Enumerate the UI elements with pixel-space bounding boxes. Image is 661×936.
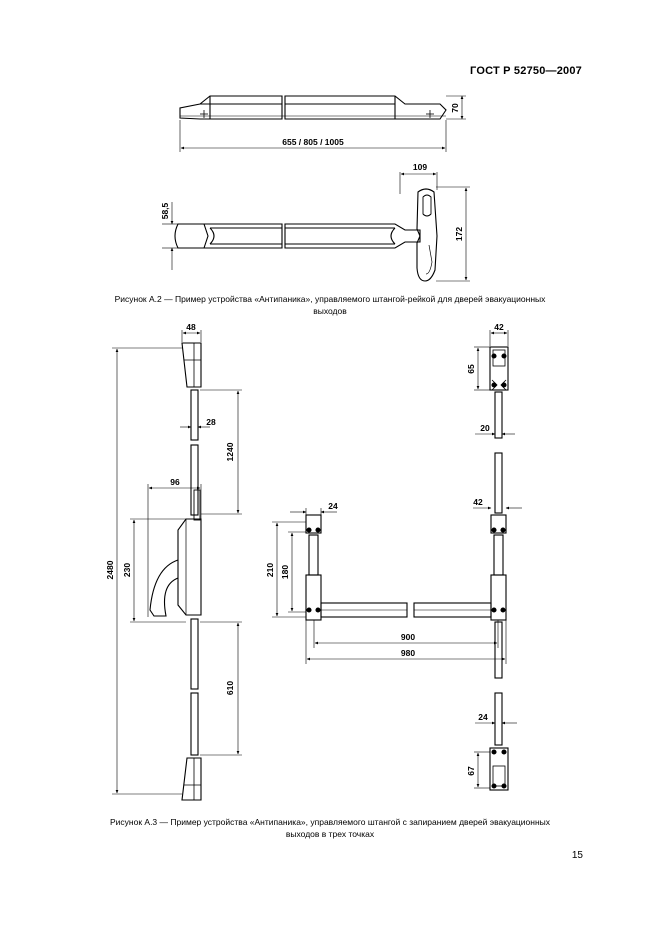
a2-dim-bar: 58,5: [160, 202, 170, 219]
a3-left-dim-top-width: 48: [186, 322, 196, 332]
a3-right-dim-180: 180: [280, 565, 290, 579]
a3-left-dim-2480: 2480: [105, 560, 115, 579]
figure-a2-caption-line2: выходов: [313, 306, 347, 316]
a3-right-dim-67: 67: [466, 766, 476, 776]
a2-dim-length: 655 / 805 / 1005: [282, 137, 344, 147]
figure-a3-caption-line2: выходов в трех точках: [285, 829, 375, 839]
a3-right-dim-900: 900: [401, 632, 415, 642]
document-code: ГОСТ Р 52750—2007: [470, 65, 582, 77]
a2-side-bar: [174, 188, 438, 282]
a3-left-dim-96: 96: [170, 477, 180, 487]
a3-right-dim-rod: 20: [480, 423, 490, 433]
a3-left-dim-610: 610: [225, 681, 235, 695]
a3-right-dim-210: 210: [265, 563, 275, 577]
a3-left-dim-1240: 1240: [225, 442, 235, 461]
figure-a2-caption-line1: Рисунок А.2 — Пример устройства «Антипан…: [114, 294, 546, 304]
figure-a2-caption: Рисунок А.2 — Пример устройства «Антипан…: [40, 293, 620, 317]
a3-right-dim-24-bot: 24: [478, 712, 488, 722]
figure-a3-caption: Рисунок А.3 — Пример устройства «Антипан…: [40, 816, 620, 840]
figure-a3-caption-line1: Рисунок А.3 — Пример устройства «Антипан…: [109, 817, 551, 827]
figure-a3-right-drawing: [272, 330, 522, 791]
a3-right-dim-42-mid: 42: [473, 497, 483, 507]
figure-a3-left-drawing: [112, 330, 242, 801]
a3-right-dim-top-height: 65: [466, 364, 476, 374]
a2-dim-height: 70: [450, 103, 460, 113]
a3-left-dim-230: 230: [122, 563, 132, 577]
a2-top-bar: [179, 95, 447, 120]
a3-right-dim-980: 980: [401, 648, 415, 658]
a3-right-dim-24-mid: 24: [328, 501, 338, 511]
page-number: 15: [571, 850, 583, 861]
a2-dim-handle-width: 109: [413, 162, 427, 172]
a3-right-dim-top-width: 42: [494, 322, 504, 332]
figure-a2-drawing: [162, 95, 470, 282]
a2-dim-handle-height: 172: [454, 227, 464, 241]
a3-left-dim-rod: 28: [206, 417, 216, 427]
